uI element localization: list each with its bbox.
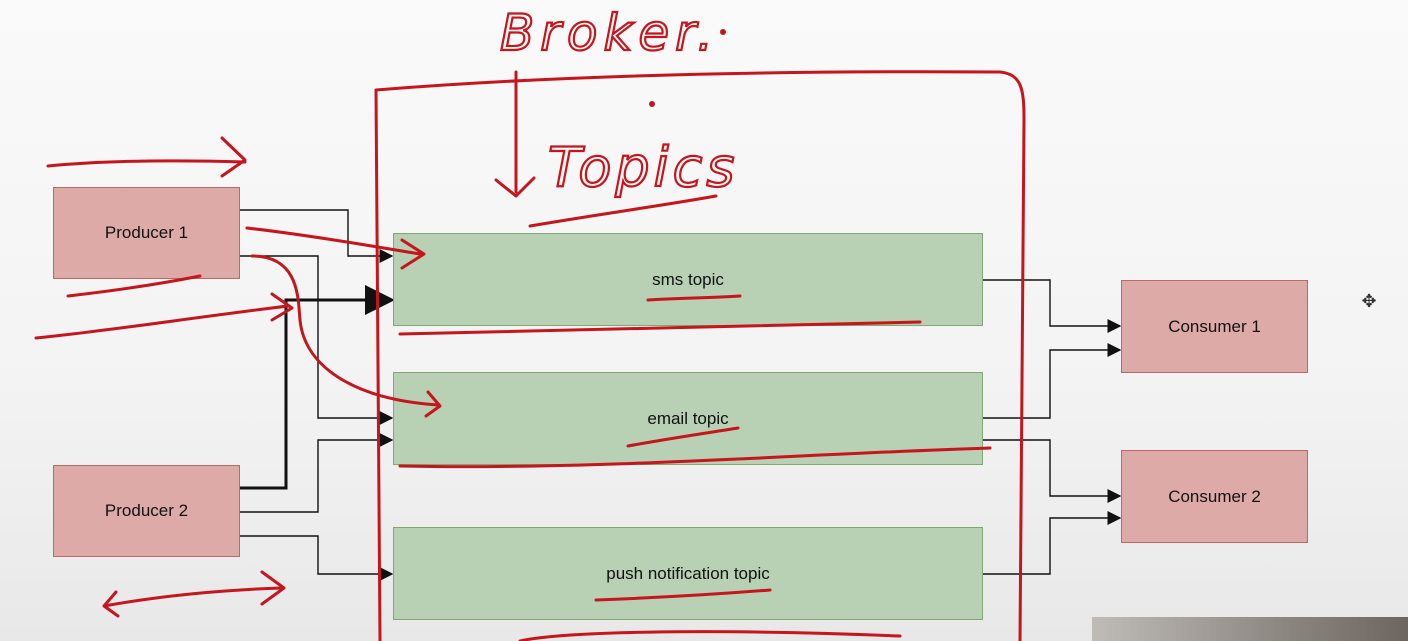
edge-p1-sms — [240, 209, 394, 263]
email-topic-label: email topic — [647, 408, 729, 428]
producer-2-box[interactable]: Producer 2 — [53, 465, 240, 557]
consumer-1-label: Consumer 1 — [1168, 316, 1261, 336]
edge-p2-sms — [240, 285, 395, 490]
sms-box-underline — [398, 320, 922, 336]
topics-underline — [528, 194, 718, 228]
sms-topic-box[interactable]: sms topic — [393, 233, 983, 326]
email-underline — [626, 426, 740, 448]
producer-2-label: Producer 2 — [104, 501, 189, 520]
sms-underline — [646, 294, 742, 302]
p2-bottom-arrow — [102, 570, 286, 618]
consumer-2-box[interactable]: Consumer 2 — [1121, 450, 1308, 543]
producer-1-label: Producer 1 — [104, 223, 189, 242]
edge-p2-email — [240, 433, 394, 513]
edge-email-c2 — [983, 439, 1122, 503]
p1-to-email-arrow — [250, 254, 442, 418]
edge-p2-push — [240, 535, 394, 581]
edge-email-c1 — [983, 343, 1122, 419]
email-topic-box[interactable]: email topic — [393, 372, 983, 465]
move-cursor-icon: ✥ — [1361, 291, 1377, 311]
broker-to-topics-arrow — [494, 70, 536, 198]
sms-topic-label: sms topic — [652, 269, 724, 289]
email-box-underline — [398, 446, 992, 469]
edge-p1-email — [240, 255, 394, 425]
topics-handwriting: Topics — [548, 136, 738, 199]
broker-handwriting: Broker. — [500, 4, 719, 62]
p1-to-sms-arrow — [245, 226, 426, 270]
push-notification-topic-label: push notification topic — [606, 563, 770, 583]
p1-bottom-line — [66, 274, 202, 298]
producer-1-box[interactable]: Producer 1 — [53, 187, 240, 279]
edge-push-c2 — [983, 511, 1122, 575]
p-side-arrow — [34, 292, 294, 340]
p1-top-arrow — [46, 136, 247, 178]
consumer-1-box[interactable]: Consumer 1 — [1121, 280, 1308, 373]
push-notification-topic-box[interactable]: push notification topic — [393, 527, 983, 620]
broker-bottom-ink — [518, 630, 902, 641]
consumer-2-label: Consumer 2 — [1168, 486, 1261, 506]
webcam-overlay — [1092, 617, 1408, 641]
push-underline — [594, 588, 772, 602]
edge-sms-c1 — [983, 279, 1122, 333]
broker-boundary-ink — [374, 70, 1026, 641]
